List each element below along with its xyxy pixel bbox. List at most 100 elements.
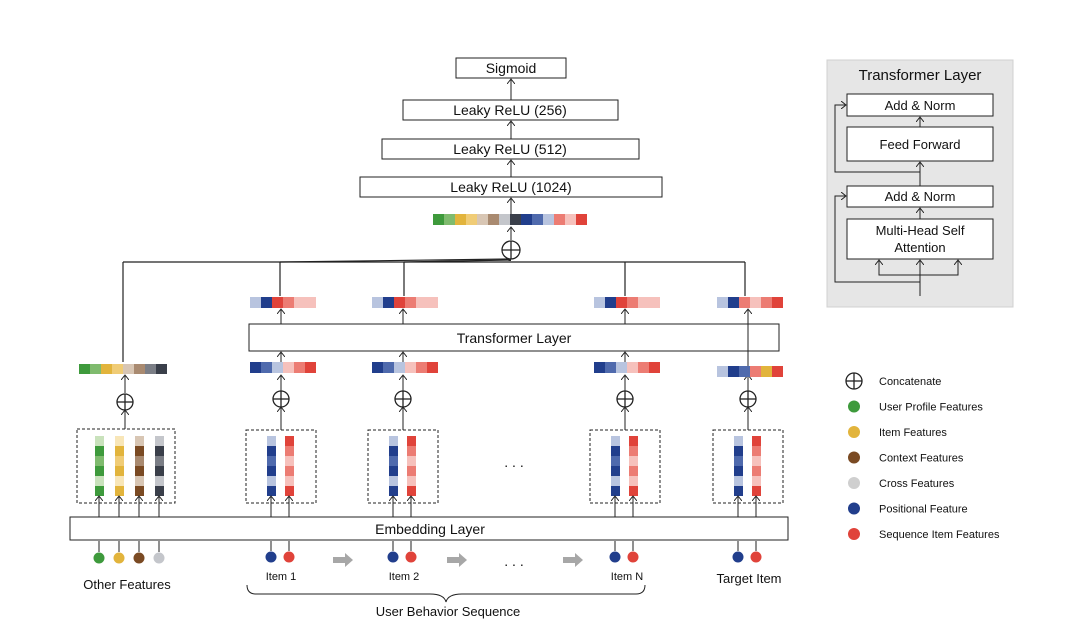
vector-cell [155,436,164,446]
detail-mhsa-label-2: Attention [894,240,945,255]
legend-label: Context Features [879,453,964,465]
vector-cell [629,486,638,496]
item-2-column [367,297,439,563]
vector-cell [115,486,124,496]
input-vector [372,362,438,373]
vector-cell [616,297,627,308]
other-features-vector [79,364,167,374]
vector-cell [510,214,521,225]
concat-icon [501,240,521,260]
vector-cell [611,486,620,496]
vector-cell [752,446,761,456]
detail-add-norm-bottom-label: Add & Norm [885,189,956,204]
detail-add-norm-top [846,93,994,117]
feature-dot [153,552,165,564]
vector-cell [155,456,164,466]
feature-columns [76,297,784,564]
transformer-output-vector [250,297,316,308]
vector-cell [444,214,455,225]
vector-cell [135,456,144,466]
input-labels: Other Features Item 1 Item 2 Item N Targ… [83,454,781,619]
vector-cell [521,214,532,225]
vector-cell [565,214,576,225]
vector-cell [477,214,488,225]
vector-cell [135,436,144,446]
dashed-box [76,428,176,504]
vector-cell [499,214,510,225]
seq-arrow-1 [333,553,353,567]
vector-cell [734,486,743,496]
green-embedding [95,436,104,496]
seq-arrow-2 [447,553,467,567]
positional-embedding [267,436,276,496]
concat-icon [845,372,863,390]
vector-cell [145,364,156,374]
vector-cell [728,297,739,308]
item-embedding [752,436,761,496]
vector-cell [594,362,605,373]
vector-cell [95,476,104,486]
vector-cell [407,486,416,496]
detail-title: Transformer Layer [859,67,982,84]
top-concat [122,240,746,362]
legend-label: Item Features [879,427,947,439]
vector-cell [407,456,416,466]
item-dot [283,551,295,563]
vector-cell [394,362,405,373]
item-n-column [589,297,661,563]
vector-cell [611,446,620,456]
vector-cell [135,486,144,496]
vector-cell [627,297,638,308]
vector-cell [394,297,405,308]
vector-cell [115,456,124,466]
relu-256-label: Leaky ReLU (256) [453,102,567,118]
vector-cell [90,364,101,374]
vector-cell [616,362,627,373]
vector-cell [156,364,167,374]
vector-cell [283,297,294,308]
item-dot [627,551,639,563]
vector-cell [427,297,438,308]
vector-cell [407,466,416,476]
vector-cell [532,214,543,225]
vector-cell [605,362,616,373]
vector-cell [112,364,123,374]
vector-cell [761,366,772,377]
dashed-box [367,429,439,504]
vector-cell [155,466,164,476]
vector-cell [101,364,112,374]
vector-cell [605,297,616,308]
vector-cell [95,456,104,466]
item-embedding [285,436,294,496]
vector-cell [267,486,276,496]
legend-dot [848,528,860,540]
vector-cell [305,362,316,373]
dashed-box [589,429,661,504]
legend-item: Cross Features [848,477,955,490]
sequence-caption: User Behavior Sequence [376,604,521,619]
vector-cell [638,362,649,373]
vector-cell [389,476,398,486]
vector-cell [95,466,104,476]
vector-cell [250,297,261,308]
vector-cell [389,456,398,466]
embedding-layer-label: Embedding Layer [375,521,485,537]
item-embedding [407,436,416,496]
legend-dot [848,426,860,438]
vector-cell [416,297,427,308]
item-dot [405,551,417,563]
vector-cell [752,456,761,466]
vector-cell [95,446,104,456]
vector-cell [267,436,276,446]
vector-cell [761,297,772,308]
target-item-column [712,297,784,563]
vector-cell [305,297,316,308]
vector-cell [734,466,743,476]
other-features-label: Other Features [83,577,171,592]
vector-cell [750,297,761,308]
input-vector [594,362,660,373]
vector-cell [95,486,104,496]
detail-mhsa-label-1: Multi-Head Self [876,223,965,238]
vector-cell [752,486,761,496]
vector-cell [267,466,276,476]
